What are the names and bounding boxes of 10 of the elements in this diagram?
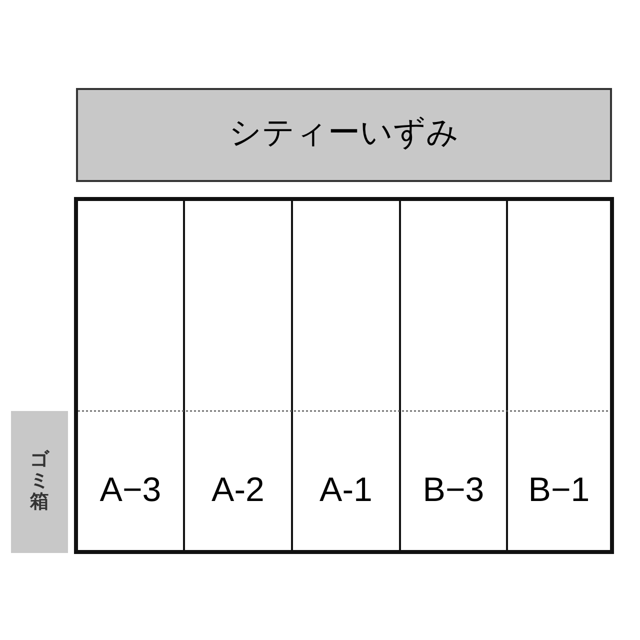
- trash-area-label: ゴミ箱: [30, 450, 49, 514]
- trash-area-box: [11, 411, 68, 553]
- space-number: B−3: [422, 471, 484, 510]
- building-banner: [76, 88, 612, 182]
- building-name: シティーいずみ: [229, 112, 459, 152]
- space-number: A−3: [100, 471, 162, 510]
- parking-lot-box: [74, 197, 614, 554]
- space-number: A-1: [320, 471, 372, 510]
- space-number: A-2: [212, 471, 264, 510]
- space-number: B−1: [528, 471, 590, 510]
